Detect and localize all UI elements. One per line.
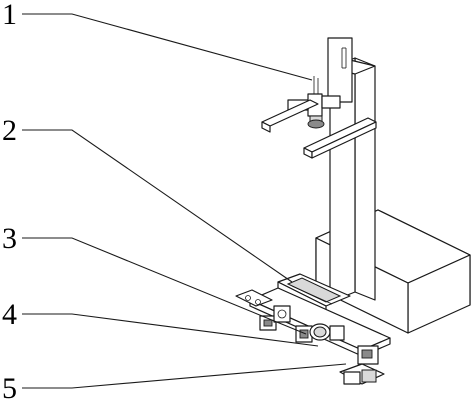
leader-line-1	[22, 13, 313, 81]
motor-unit-right	[339, 345, 385, 385]
motor-unit-center	[295, 323, 345, 343]
part-labels: 1 2 3 4 5	[2, 0, 17, 405]
part-label-4: 4	[2, 298, 17, 331]
leader-line-4	[22, 313, 319, 347]
leader-line-2	[22, 129, 293, 283]
lower-slide-rail	[277, 273, 351, 313]
part-label-2: 2	[2, 114, 17, 147]
leader-line-3	[22, 237, 307, 335]
middle-arm	[303, 117, 377, 159]
upper-mount-plate	[327, 37, 353, 103]
part-label-3: 3	[2, 222, 17, 255]
part-label-1: 1	[2, 0, 17, 31]
leader-line-5	[22, 363, 347, 389]
part-label-5: 5	[2, 372, 17, 405]
upper-arm	[261, 99, 319, 133]
motor-unit-left	[259, 305, 291, 331]
leader-lines	[22, 13, 347, 389]
left-bracket	[235, 289, 273, 307]
